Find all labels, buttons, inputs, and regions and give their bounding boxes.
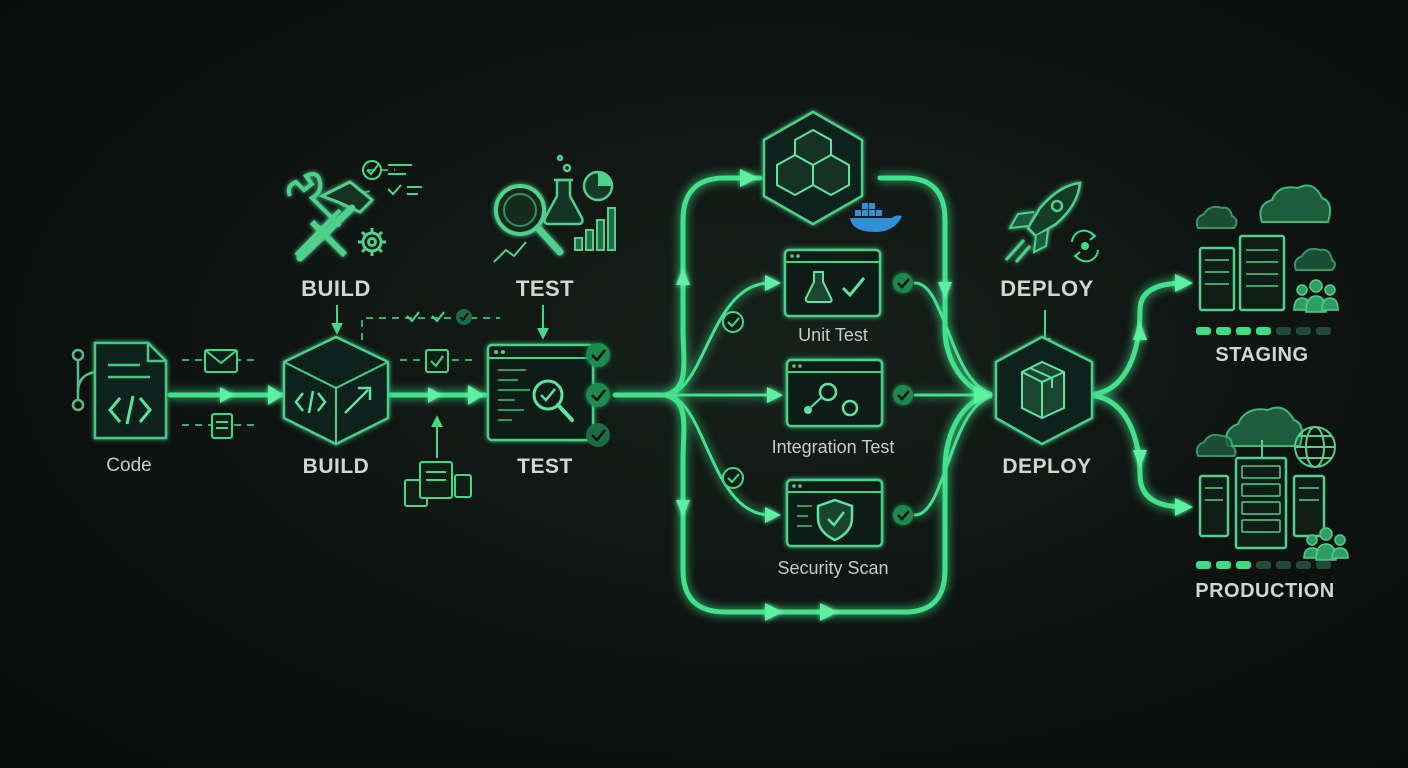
mail-icon [204, 349, 238, 373]
unit-test-check [893, 273, 913, 293]
deploy-stage-title: DEPLOY [1000, 276, 1094, 301]
server-rack-icon [1198, 234, 1286, 312]
integration-test-check [893, 385, 913, 405]
checklist-icon [362, 160, 422, 196]
server-rack-icon [1266, 238, 1288, 310]
document-icon [211, 413, 233, 439]
test-window-icon [486, 343, 595, 442]
server-rack-icon [1198, 440, 1326, 550]
users-icon [1293, 279, 1339, 313]
unit-test-window [783, 248, 882, 318]
code-file-icon [93, 341, 168, 440]
magnifier-icon [494, 184, 564, 256]
users-icon [1303, 527, 1349, 561]
flow-arrowheads [220, 169, 1193, 621]
bar-chart-icon [574, 207, 616, 251]
branch-check-1 [722, 311, 744, 333]
package-cube-icon [994, 335, 1094, 446]
integration-test-label: Integration Test [771, 437, 895, 457]
build-stage-title: BUILD [301, 276, 371, 301]
production-label: PRODUCTION [1195, 580, 1335, 602]
status-segment [1196, 327, 1211, 335]
code-cube-icon [282, 335, 390, 446]
status-segment [1256, 327, 1271, 335]
status-segment [1256, 561, 1271, 569]
trend-line-icon [493, 241, 527, 263]
docker-whale-icon [850, 203, 902, 232]
status-segment [1216, 561, 1231, 569]
test-status-checks [586, 343, 610, 447]
unit-test-label: Unit Test [798, 325, 868, 345]
status-segment [1296, 327, 1311, 335]
status-segment [1316, 327, 1331, 335]
main-flow-lines [167, 175, 1188, 615]
cloud-icon [1195, 184, 1336, 271]
security-scan-check [893, 505, 913, 525]
integration-test-window [785, 358, 884, 428]
container-cubes-icon [762, 110, 864, 226]
status-segment [1216, 327, 1231, 335]
sync-icon [1071, 229, 1099, 263]
globe-icon [1294, 426, 1336, 468]
rocket-icon [1004, 181, 1082, 263]
status-segment [1236, 327, 1251, 335]
status-segment [1236, 561, 1251, 569]
artifact-icon [425, 349, 449, 373]
branch-check-2 [722, 467, 744, 489]
wrench-hammer-icon [286, 172, 375, 262]
artifacts-stack-icon [404, 461, 472, 507]
check-chain-icons [406, 309, 472, 325]
test-label: TEST [517, 455, 573, 478]
pie-chart-icon [582, 170, 614, 202]
staging-label: STAGING [1215, 344, 1309, 366]
test-stage-title: TEST [515, 276, 575, 301]
security-scan-label: Security Scan [777, 558, 889, 578]
code-label: Code [106, 455, 152, 476]
production-status-bar [1196, 561, 1331, 569]
small-arrow-connectors [331, 305, 1051, 458]
shield-check-icon [816, 498, 854, 542]
status-segment [1276, 327, 1291, 335]
flask-icon [543, 154, 584, 226]
status-segment [1196, 561, 1211, 569]
status-segment [1316, 561, 1331, 569]
staging-status-bar [1196, 327, 1331, 335]
gear-icon [358, 228, 386, 256]
status-segment [1276, 561, 1291, 569]
deploy-label: DEPLOY [1002, 455, 1092, 478]
build-label: BUILD [302, 455, 370, 478]
cloud-icon [1195, 406, 1303, 457]
status-segment [1296, 561, 1311, 569]
